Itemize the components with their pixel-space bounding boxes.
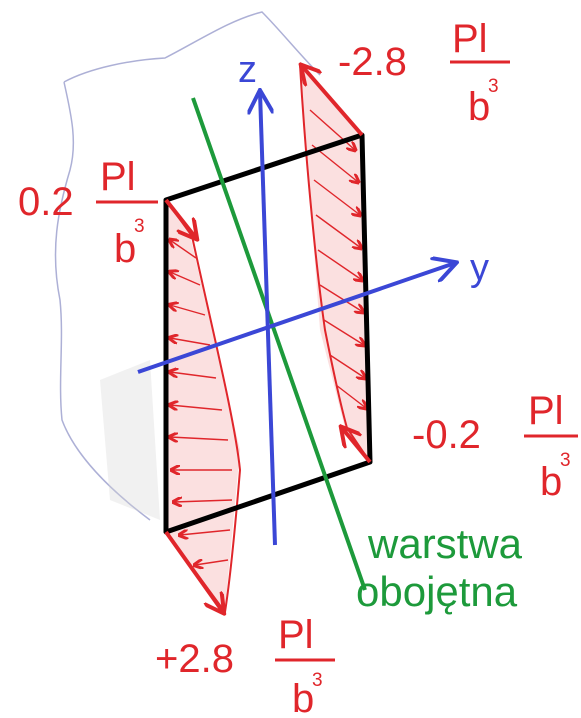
fraction-denominator: b [114,227,136,271]
neutral-axis-line [191,97,367,591]
y-axis-label: y [470,247,489,289]
stress-surface-right [300,65,370,462]
stress-arrow-top-left [164,198,196,238]
fraction-denominator: b [292,677,314,718]
stress-arrow-bottom-right [342,428,372,464]
stress-hatch-left [170,240,233,565]
stress-value: +2.8 [155,637,234,681]
fraction-exponent: 3 [312,670,323,691]
stress-arrow-bottom-left [164,530,223,612]
neutral-layer-label-line1: warstwa [367,520,523,567]
sketch-outline [54,11,321,521]
fraction-numerator: Pl [452,17,488,61]
fraction-denominator: b [540,460,562,504]
sketch-shading [100,360,160,520]
stress-label-bottom-right: -0.2 Pl b 3 [412,389,578,504]
stress-arrow-top-right [302,66,364,137]
stress-value: -2.8 [338,40,407,84]
y-axis [137,263,455,374]
fraction-denominator: b [468,85,490,129]
stress-value: -0.2 [412,413,481,457]
stress-label-top-left: 0.2 Pl b 3 [18,155,158,271]
fraction-exponent: 3 [134,216,145,237]
fraction-numerator: Pl [528,389,564,433]
stress-label-top-right: -2.8 Pl b 3 [338,17,510,129]
fraction-exponent: 3 [488,76,499,97]
fraction-numerator: Pl [278,613,314,657]
neutral-layer-label-line2: obojętna [356,568,518,615]
fraction-exponent: 3 [560,450,571,471]
stress-label-bottom-left: +2.8 Pl b 3 [155,613,335,718]
stress-value: 0.2 [18,180,74,224]
fraction-numerator: Pl [100,155,136,199]
z-axis [260,92,277,546]
z-axis-label: z [238,49,257,91]
stress-surface-left [166,200,240,610]
